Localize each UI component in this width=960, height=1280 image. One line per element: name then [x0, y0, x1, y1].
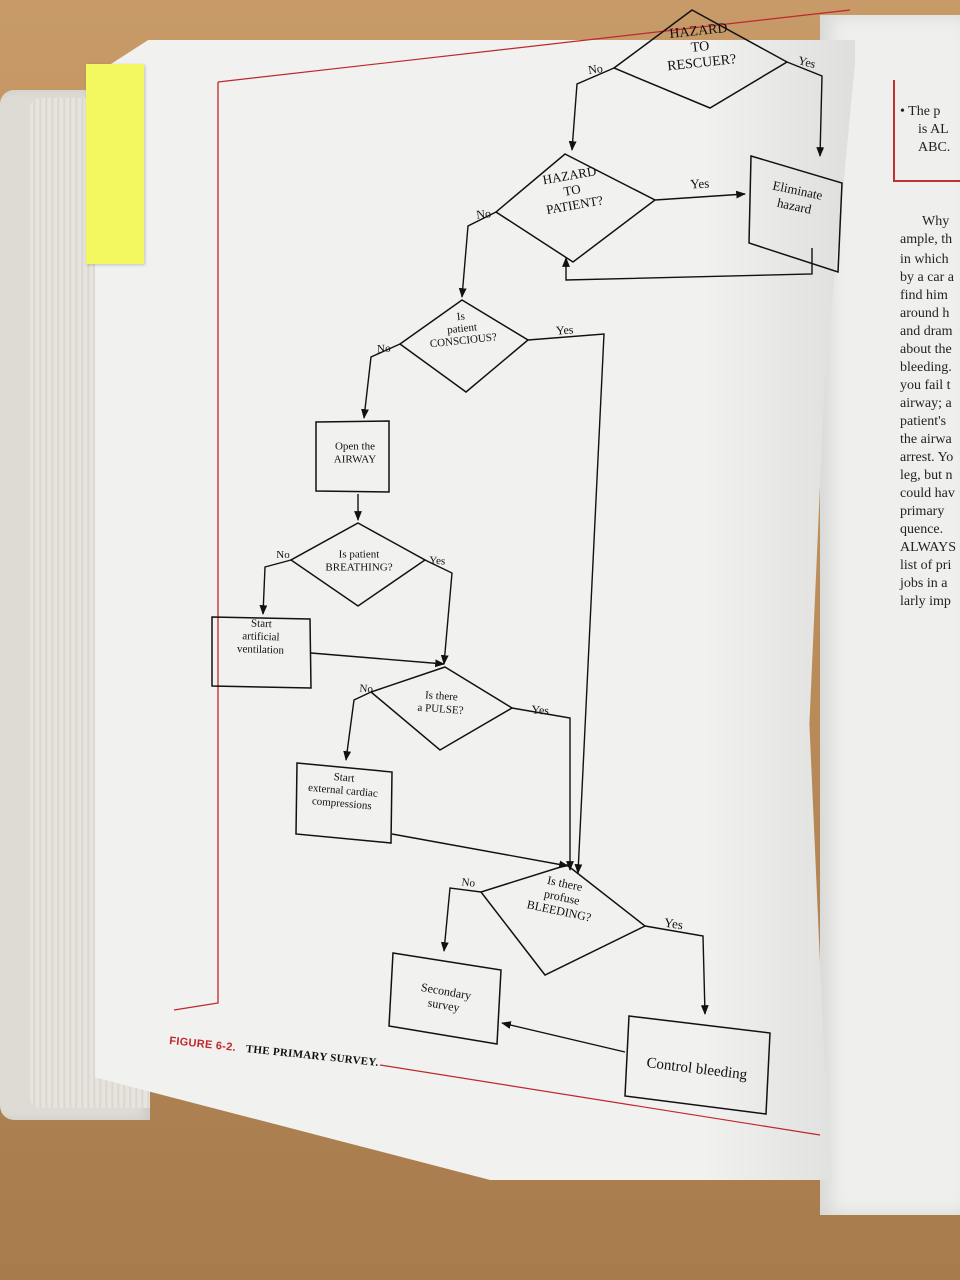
hazard-rescuer-diamond: [612, 9, 789, 109]
right-page-line: quence.: [900, 522, 944, 537]
conscious-yes-line: [527, 333, 605, 874]
figure-frame-top: [217, 9, 851, 83]
eliminate-return-line: [562, 248, 813, 281]
right-page-line: is AL: [918, 122, 949, 137]
right-page-line: the airwa: [900, 432, 952, 447]
is-breathing-diamond: [289, 522, 427, 607]
pulse-no-branch-label: No: [359, 683, 374, 696]
right-page-line: by a car a: [900, 270, 955, 285]
right-page-line: about the: [900, 342, 952, 357]
patient-yes-line: [654, 190, 746, 201]
bleeding-no-branch-label: No: [461, 876, 476, 889]
is-bleeding-label: Is thereprofuseBLEEDING?: [526, 870, 599, 925]
right-page-line: ample, th: [900, 232, 953, 247]
right-page-line: around h: [900, 306, 950, 321]
bleeding-yes-line: [644, 925, 709, 1015]
artificial-ventilation-box: [211, 616, 312, 689]
conscious-yes-branch-label: Yes: [556, 322, 575, 337]
is-pulse-diamond: [369, 666, 514, 751]
control-bleeding-box: [624, 1015, 771, 1115]
figure-frame: [173, 82, 219, 1011]
right-page-line: list of pri: [900, 558, 952, 573]
is-conscious-diamond: [398, 299, 530, 393]
hazard-patient-diamond: [494, 153, 657, 263]
sticky-note: [86, 64, 144, 264]
secondary-survey-label: Secondarysurvey: [418, 980, 473, 1016]
conscious-no-branch-label: No: [377, 343, 392, 356]
right-page-line: primary: [900, 504, 945, 519]
ventilation-to-pulse-line: [310, 652, 445, 668]
page-curl-shade: [95, 40, 855, 1180]
breathing-no-line: [259, 559, 292, 615]
right-page-line: airway; a: [900, 396, 952, 411]
right-page-line: and dram: [900, 324, 953, 339]
pulse-no-line: [343, 691, 372, 761]
right-page-line: ALWAYS: [900, 540, 957, 555]
artificial-ventilation-label: Startartificialventilation: [237, 617, 286, 657]
rescuer-yes-line: [786, 61, 825, 157]
right-page-line: larly imp: [900, 594, 951, 609]
right-page-line: leg, but n: [900, 468, 953, 483]
eliminate-hazard-label: Eliminatehazard: [768, 178, 824, 219]
patient-no-branch-label: No: [476, 206, 492, 221]
breathing-no-branch-label: No: [276, 549, 290, 561]
patient-yes-branch-label: Yes: [690, 176, 710, 192]
pulse-yes-line: [511, 707, 574, 871]
right-page-line: in which: [900, 252, 949, 267]
bleeding-yes-branch-label: Yes: [663, 915, 684, 932]
hazard-rescuer-label: HAZARDTORESCUER?: [663, 20, 737, 74]
breathing-yes-line: [424, 559, 453, 665]
right-page-line: could hav: [900, 486, 955, 501]
rescuer-yes-branch-label: Yes: [797, 53, 818, 71]
right-page-line: bleeding.: [900, 360, 952, 375]
right-page-line: find him: [900, 288, 948, 303]
cardiac-compressions-label: Startexternal cardiaccompressions: [306, 769, 379, 813]
is-conscious-label: IspatientCONSCIOUS?: [427, 307, 498, 350]
bleeding-no-line: [440, 887, 482, 952]
hazard-patient-label: HAZARDTOPATIENT?: [540, 163, 604, 217]
breathing-yes-branch-label: Yes: [429, 554, 446, 567]
control-to-secondary-line: [501, 1021, 626, 1053]
conscious-no-line: [361, 343, 401, 419]
right-page-line: • The p: [900, 104, 941, 119]
rescuer-no-line: [568, 67, 615, 151]
open-airway-box: [315, 420, 390, 493]
patient-no-line: [458, 211, 497, 298]
control-bleeding-label: Control bleeding: [646, 1055, 749, 1083]
cardiac-compressions-box: [295, 762, 393, 844]
right-page-callout-box: [893, 80, 960, 182]
left-book-page: [95, 40, 855, 1180]
rescuer-no-branch-label: No: [587, 61, 603, 77]
right-page-line: jobs in a: [900, 576, 948, 591]
figure-frame-bottom: [379, 1064, 821, 1136]
right-book-page: [820, 15, 960, 1215]
secondary-survey-box: [388, 952, 502, 1045]
pulse-yes-branch-label: Yes: [531, 702, 550, 717]
eliminate-hazard-box: [748, 155, 843, 274]
right-page-line: arrest. Yo: [900, 450, 954, 465]
is-bleeding-diamond: [479, 864, 647, 976]
right-page-line: Why: [922, 214, 950, 229]
right-page-line: ABC.: [918, 140, 951, 155]
is-pulse-label: Is therea PULSE?: [417, 689, 465, 717]
right-page-line: you fail t: [900, 378, 951, 393]
right-page-line: patient's: [900, 414, 947, 429]
compressions-to-bleeding-line: [391, 833, 569, 869]
